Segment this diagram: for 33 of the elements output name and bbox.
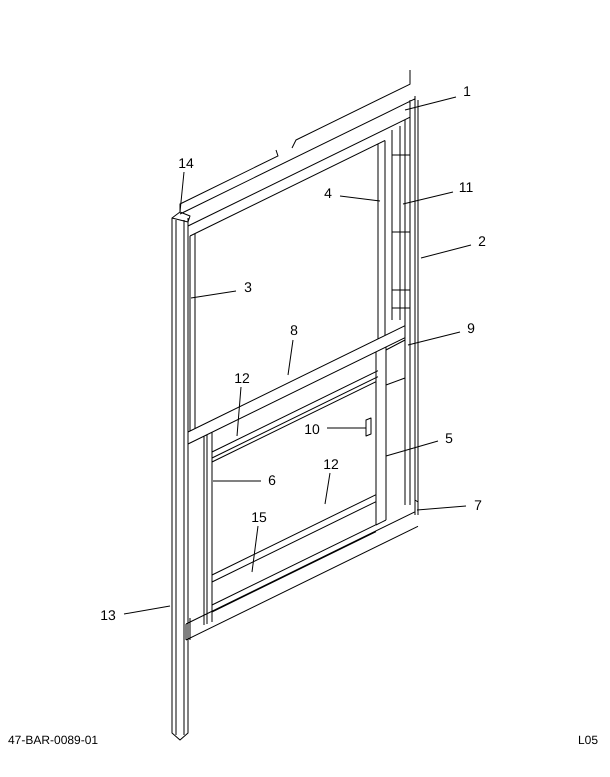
callout-number: 12 xyxy=(323,457,339,471)
callout-number: 1 xyxy=(463,84,471,98)
callout-number: 8 xyxy=(290,323,298,337)
leader-line xyxy=(180,172,184,212)
drawing-number: 47-BAR-0089-01 xyxy=(8,733,98,747)
callout-number: 2 xyxy=(478,234,486,248)
callout-number: 14 xyxy=(178,156,194,170)
leader-line xyxy=(124,606,170,614)
leader-line xyxy=(386,440,438,456)
leader-line xyxy=(324,472,330,504)
callout-number: 4 xyxy=(324,186,332,200)
leader-line xyxy=(420,244,472,258)
leader-line xyxy=(236,386,242,436)
leader-line xyxy=(404,96,456,110)
leader-line xyxy=(402,192,454,204)
leader-line xyxy=(288,340,294,376)
callout-number: 3 xyxy=(244,280,252,294)
callout-number: 6 xyxy=(268,473,276,487)
leader-line xyxy=(340,196,380,202)
callout-number: 7 xyxy=(474,498,482,512)
leader-line xyxy=(408,332,460,346)
callout-number: 10 xyxy=(304,422,320,436)
callout-number: 15 xyxy=(251,510,267,524)
leader-line xyxy=(252,526,258,572)
callout-number: 13 xyxy=(100,608,116,622)
callout-number: 9 xyxy=(467,321,475,335)
leader-line xyxy=(416,506,466,510)
leader-line xyxy=(212,480,262,482)
callout-number: 12 xyxy=(234,371,250,385)
leader-line xyxy=(190,290,236,298)
callout-number: 11 xyxy=(458,180,474,194)
callout-number: 5 xyxy=(445,431,453,445)
sheet-code: L05 xyxy=(578,733,598,747)
